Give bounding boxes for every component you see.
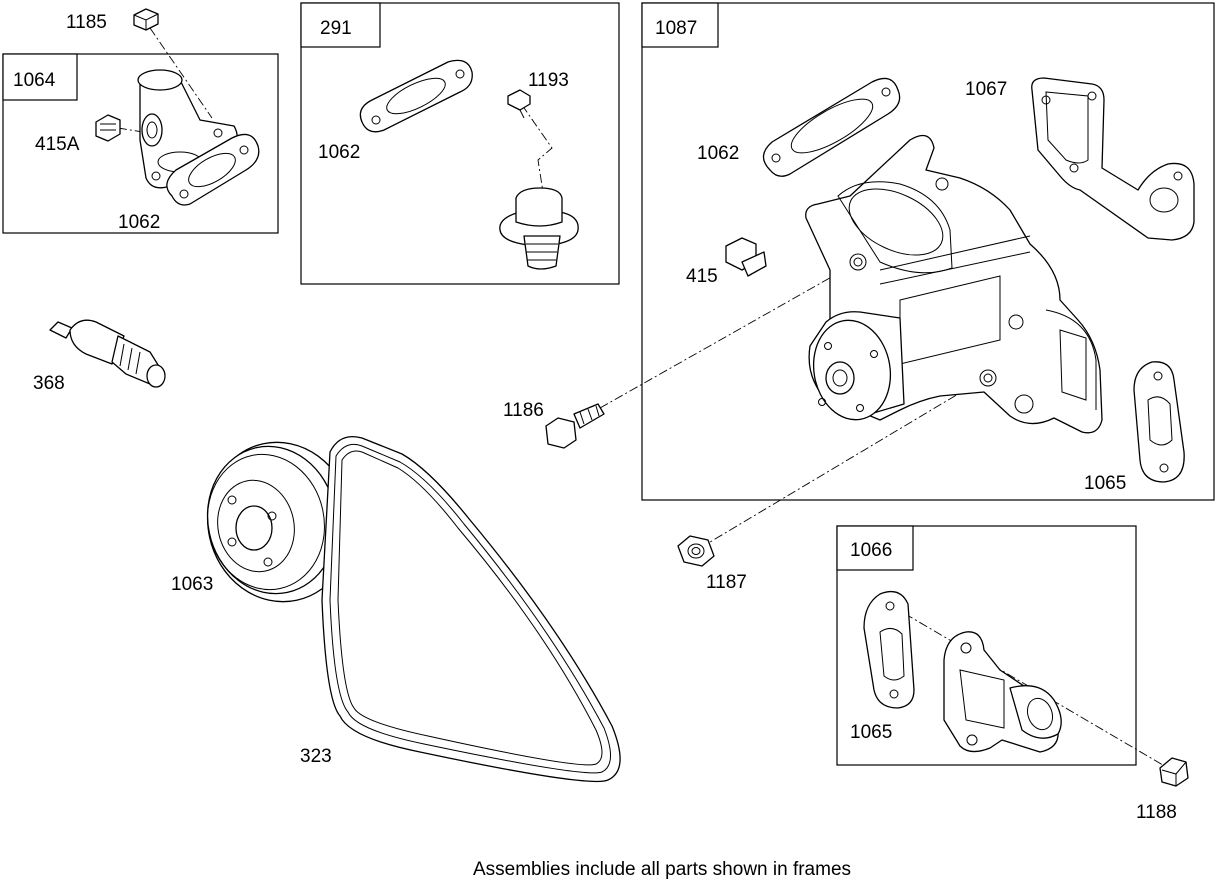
- label-1065-b: 1065: [850, 722, 892, 743]
- bolt-1193: [507, 89, 531, 119]
- label-1188: 1188: [1136, 802, 1177, 823]
- gasket-1067: [1031, 77, 1195, 241]
- plug-415: [725, 237, 767, 277]
- diagram-caption: Assemblies include all parts shown in fr…: [473, 859, 851, 880]
- frame-1066: 1066: [836, 525, 1137, 766]
- label-1186: 1186: [503, 400, 544, 421]
- label-415A: 415A: [35, 134, 80, 155]
- gasket-1062-b: [359, 59, 473, 133]
- label-1185: 1185: [66, 12, 107, 33]
- water-pump-hub: [808, 311, 905, 421]
- label-1063: 1063: [171, 574, 213, 595]
- bolt-1188: [1159, 757, 1189, 787]
- gasket-1062-c: [762, 77, 901, 177]
- belt-323: [321, 435, 621, 783]
- frame-label-1064: 1064: [13, 70, 56, 91]
- frame-1087: 1087: [641, 2, 1215, 501]
- bolt-1185: [133, 8, 159, 31]
- gasket-1065-a: [1133, 361, 1185, 483]
- label-1062-a: 1062: [118, 212, 160, 233]
- pulley-1063: [206, 441, 354, 603]
- outlet-housing-1066: [943, 631, 1062, 753]
- frame-1064: 1064: [2, 53, 279, 234]
- label-368: 368: [33, 373, 65, 394]
- frame-label-1087: 1087: [655, 18, 697, 39]
- bolt-1186: [545, 403, 605, 449]
- label-323: 323: [300, 746, 332, 767]
- label-1065-a: 1065: [1084, 473, 1126, 494]
- label-1062-c: 1062: [697, 143, 739, 164]
- thermostat-291: [499, 187, 579, 270]
- label-415: 415: [686, 266, 718, 287]
- label-1187: 1187: [706, 572, 747, 593]
- sensor-368: [49, 319, 166, 388]
- frame-label-1066: 1066: [850, 540, 892, 561]
- gasket-1062-a: [166, 133, 260, 206]
- gasket-1065-b: [863, 590, 915, 709]
- label-1193: 1193: [528, 70, 569, 91]
- label-1062-b: 1062: [318, 142, 360, 163]
- frame-291: 291: [300, 2, 620, 285]
- nut-1187: [677, 535, 715, 567]
- frame-label-291: 291: [320, 18, 352, 39]
- label-1067: 1067: [965, 79, 1007, 100]
- plug-415A: [95, 114, 121, 142]
